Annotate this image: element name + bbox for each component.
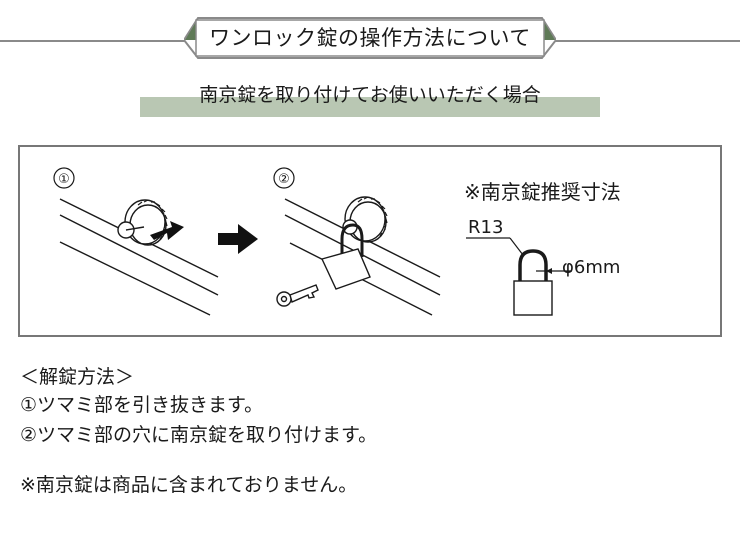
instruction-step-1: ①ツマミ部を引き抜きます。 <box>20 394 264 416</box>
pull-arrow-icon <box>150 221 184 240</box>
recommend-title-text: ※南京錠推奨寸法 <box>464 180 621 204</box>
diameter-label-text: φ6mm <box>562 257 620 278</box>
instructions-heading: ＜解錠方法＞ <box>20 366 135 388</box>
step2-label-text: ② <box>278 172 290 187</box>
subheader-highlight <box>140 97 600 117</box>
instruction-step-2: ②ツマミ部の穴に南京錠を取り付けます。 <box>20 424 378 446</box>
title-frame: ワンロック錠の操作方法について <box>184 14 556 62</box>
diameter-label: φ6mm <box>562 257 620 278</box>
step1-circle <box>53 167 75 189</box>
radius-label-text: R13 <box>468 217 503 238</box>
step1-illustration <box>59 198 219 316</box>
title-frame-shape <box>184 17 556 59</box>
step2-circle <box>273 167 295 189</box>
lock-diagram: ① ② <box>53 167 621 316</box>
step1-label-text: ① <box>58 172 70 187</box>
instruction-note: ※南京錠は商品に含まれておりません。 <box>20 474 358 496</box>
step2-illustration <box>276 196 441 316</box>
next-step-arrow-icon <box>218 224 258 254</box>
padlock-dimension-drawing <box>466 237 572 316</box>
step1-label: ① <box>58 172 70 187</box>
page-title: ワンロック錠の操作方法について <box>209 26 531 50</box>
radius-label: R13 <box>468 217 503 238</box>
subheader-title: 南京錠を取り付けてお使いいただく場合 <box>199 84 541 106</box>
recommend-title: ※南京錠推奨寸法 <box>464 180 621 204</box>
diagram-panel: ① ② <box>18 145 722 337</box>
step2-label: ② <box>278 172 290 187</box>
